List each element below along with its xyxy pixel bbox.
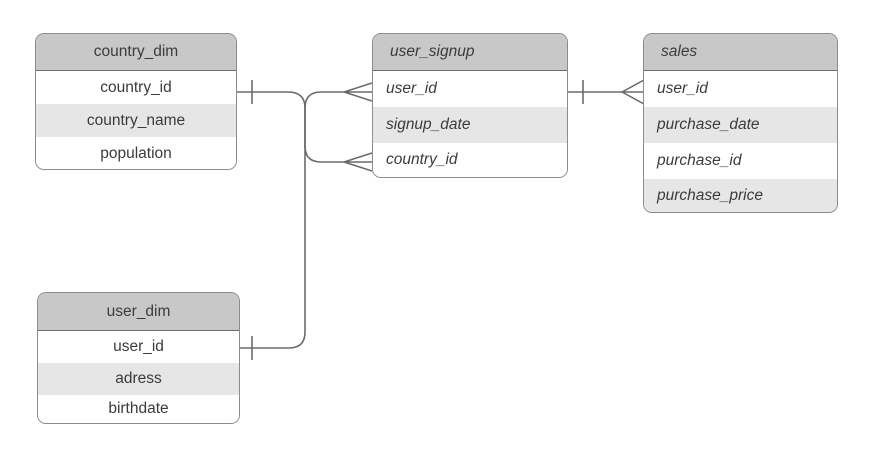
connector-country-dim-to-user-signup — [237, 80, 373, 172]
crows-foot-sales-user-id — [621, 79, 645, 105]
entity-title-sales: sales — [644, 34, 837, 71]
entity-title-country-dim: country_dim — [36, 34, 236, 71]
field-row-signup-date[interactable]: signup_date — [373, 107, 567, 143]
entity-user-dim[interactable]: user_dim user_id adress birthdate — [37, 292, 240, 424]
field-row-user-id[interactable]: user_id — [644, 71, 837, 107]
entity-user-signup[interactable]: user_signup user_id signup_date country_… — [372, 33, 568, 178]
field-row-purchase-price[interactable]: purchase_price — [644, 179, 837, 212]
entity-sales[interactable]: sales user_id purchase_date purchase_id … — [643, 33, 838, 213]
field-row-birthdate[interactable]: birthdate — [38, 395, 239, 423]
connector-path-user-dim — [240, 91, 344, 349]
field-row-country-id[interactable]: country_id — [373, 143, 567, 177]
crows-foot-user-signup-country-id — [343, 152, 373, 172]
entity-title-user-signup: user_signup — [373, 34, 567, 71]
connector-user-dim-to-user-signup — [240, 82, 373, 360]
field-row-adress[interactable]: adress — [38, 363, 239, 395]
entity-title-user-dim: user_dim — [38, 293, 239, 331]
connector-user-signup-to-sales — [568, 79, 645, 105]
field-row-purchase-date[interactable]: purchase_date — [644, 107, 837, 143]
field-row-population[interactable]: population — [36, 137, 236, 169]
field-row-purchase-id[interactable]: purchase_id — [644, 143, 837, 179]
connector-path-country-dim — [237, 91, 344, 163]
field-row-country-id[interactable]: country_id — [36, 71, 236, 104]
crows-foot-user-signup-user-id — [343, 82, 373, 102]
field-row-user-id[interactable]: user_id — [38, 331, 239, 363]
field-row-user-id[interactable]: user_id — [373, 71, 567, 107]
entity-country-dim[interactable]: country_dim country_id country_name popu… — [35, 33, 237, 170]
field-row-country-name[interactable]: country_name — [36, 104, 236, 137]
